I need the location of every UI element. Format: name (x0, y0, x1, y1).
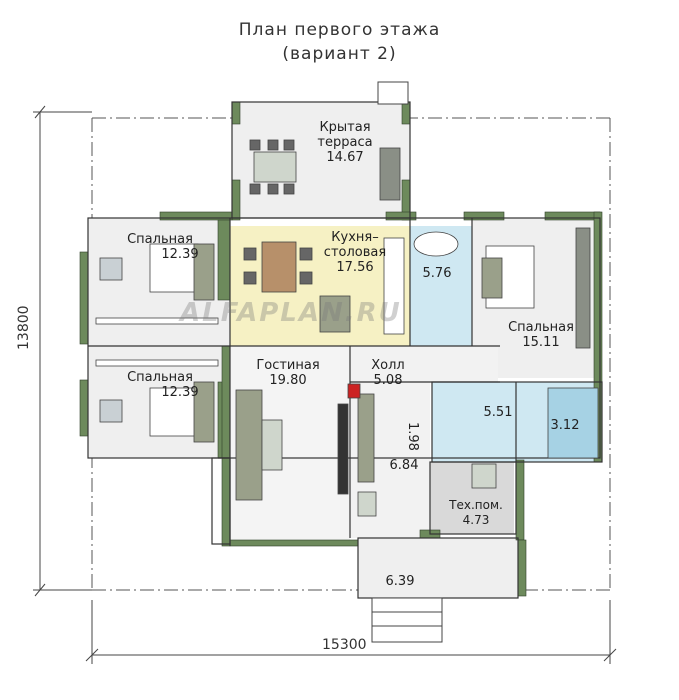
watermark: ALFAPLAN.RU (180, 298, 402, 328)
room-bedroom-right-name: Спальная (508, 320, 574, 335)
room-bedroom-right-area: 15.11 (522, 335, 560, 350)
room-tech-area: 4.73 (462, 513, 490, 527)
room-shower-area: 3.12 (550, 418, 580, 433)
room-bedroom-top-name: Спальная (127, 232, 193, 247)
entrance-steps (371, 81, 443, 643)
floors (88, 102, 602, 598)
room-terrace: Крытая терраса 14.67 (300, 120, 390, 165)
room-bedroom-top-area: 12.39 (161, 247, 199, 262)
room-corridor-area: 6.84 (389, 458, 419, 473)
room-bedroom-bottom: Спальная 12.39 (110, 370, 210, 400)
walls (79, 101, 603, 597)
room-tech-name: Тех.пом. (449, 498, 503, 512)
room-bedroom-top: Спальная 12.39 (110, 232, 210, 262)
room-kitchen-area: 17.56 (336, 260, 374, 275)
room-bedroom-bottom-name: Спальная (127, 370, 193, 385)
room-kitchen: Кухня– столовая 17.56 (310, 230, 400, 275)
room-hall: Холл 5.08 (360, 358, 416, 388)
dimension-lines (33, 105, 617, 664)
room-bath2-area: 5.51 (483, 405, 513, 420)
room-kitchen-name2: столовая (323, 245, 387, 260)
room-tech: Тех.пом. 4.73 (440, 498, 512, 528)
plan-title: План первого этажа (238, 20, 441, 40)
room-hall-area: 5.08 (373, 373, 403, 388)
width-dimension-label: 15300 (322, 637, 367, 653)
furniture (95, 139, 599, 517)
room-terrace-name1: Крытая (319, 120, 371, 135)
plan-subtitle: (вариант 2) (282, 44, 397, 64)
room-living: Гостиная 19.80 (248, 358, 328, 388)
room-bath-area: 5.76 (422, 266, 452, 281)
height-dimension-label: 13800 (16, 305, 32, 350)
room-terrace-area: 14.67 (326, 150, 364, 165)
room-living-area: 19.80 (269, 373, 307, 388)
room-bedroom-right: Спальная 15.11 (496, 320, 586, 350)
room-terrace-name2: терраса (317, 135, 373, 150)
room-porch-area: 6.39 (385, 574, 415, 589)
room-kitchen-name1: Кухня– (331, 230, 379, 245)
room-bedroom-bottom-area: 12.39 (161, 385, 199, 400)
room-living-name: Гостиная (256, 358, 320, 373)
room-corridor-small-area: 1.98 (405, 422, 420, 451)
room-hall-name: Холл (371, 358, 405, 373)
